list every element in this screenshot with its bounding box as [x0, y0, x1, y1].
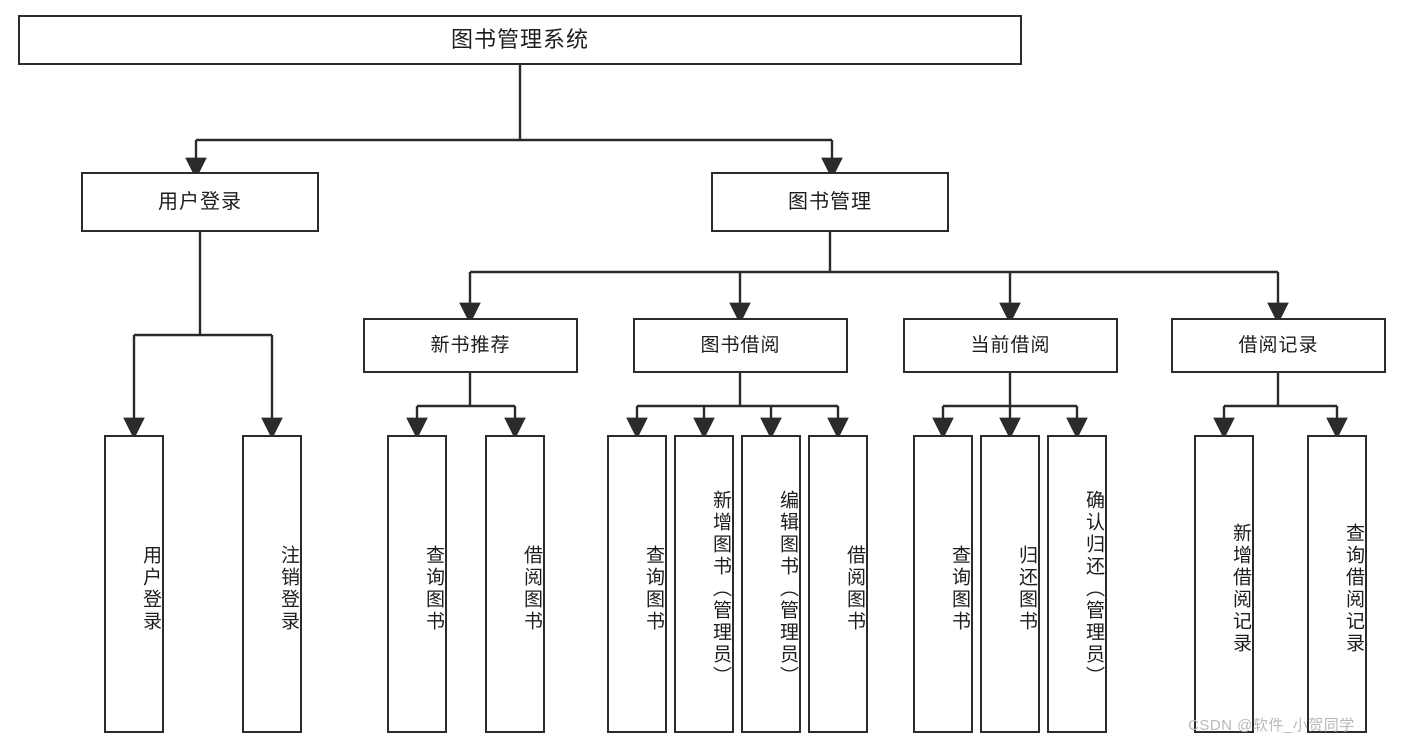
leaf-add-book-admin[interactable]: 新增图书（管理员）	[674, 435, 734, 733]
leaf-borrow-book-recommendation[interactable]: 借阅图书	[485, 435, 545, 733]
node-current-borrow[interactable]: 当前借阅	[903, 318, 1118, 373]
leaf-user-login[interactable]: 用户登录	[104, 435, 164, 733]
leaf-add-borrow-record[interactable]: 新增借阅记录	[1194, 435, 1254, 733]
leaf-query-book-recommendation[interactable]: 查询图书	[387, 435, 447, 733]
leaf-query-book-borrow[interactable]: 查询图书	[607, 435, 667, 733]
leaf-confirm-return-admin[interactable]: 确认归还（管理员）	[1047, 435, 1107, 733]
leaf-return-book[interactable]: 归还图书	[980, 435, 1040, 733]
leaf-query-book-current[interactable]: 查询图书	[913, 435, 973, 733]
node-book-borrow[interactable]: 图书借阅	[633, 318, 848, 373]
node-new-book-recommendation[interactable]: 新书推荐	[363, 318, 578, 373]
node-borrow-records[interactable]: 借阅记录	[1171, 318, 1386, 373]
node-root-system[interactable]: 图书管理系统	[18, 15, 1022, 65]
node-user-login[interactable]: 用户登录	[81, 172, 319, 232]
leaf-query-borrow-record[interactable]: 查询借阅记录	[1307, 435, 1367, 733]
node-book-management[interactable]: 图书管理	[711, 172, 949, 232]
leaf-borrow-book[interactable]: 借阅图书	[808, 435, 868, 733]
leaf-logout[interactable]: 注销登录	[242, 435, 302, 733]
leaf-edit-book-admin[interactable]: 编辑图书（管理员）	[741, 435, 801, 733]
csdn-watermark: CSDN @软件_小贺同学	[1188, 717, 1355, 734]
